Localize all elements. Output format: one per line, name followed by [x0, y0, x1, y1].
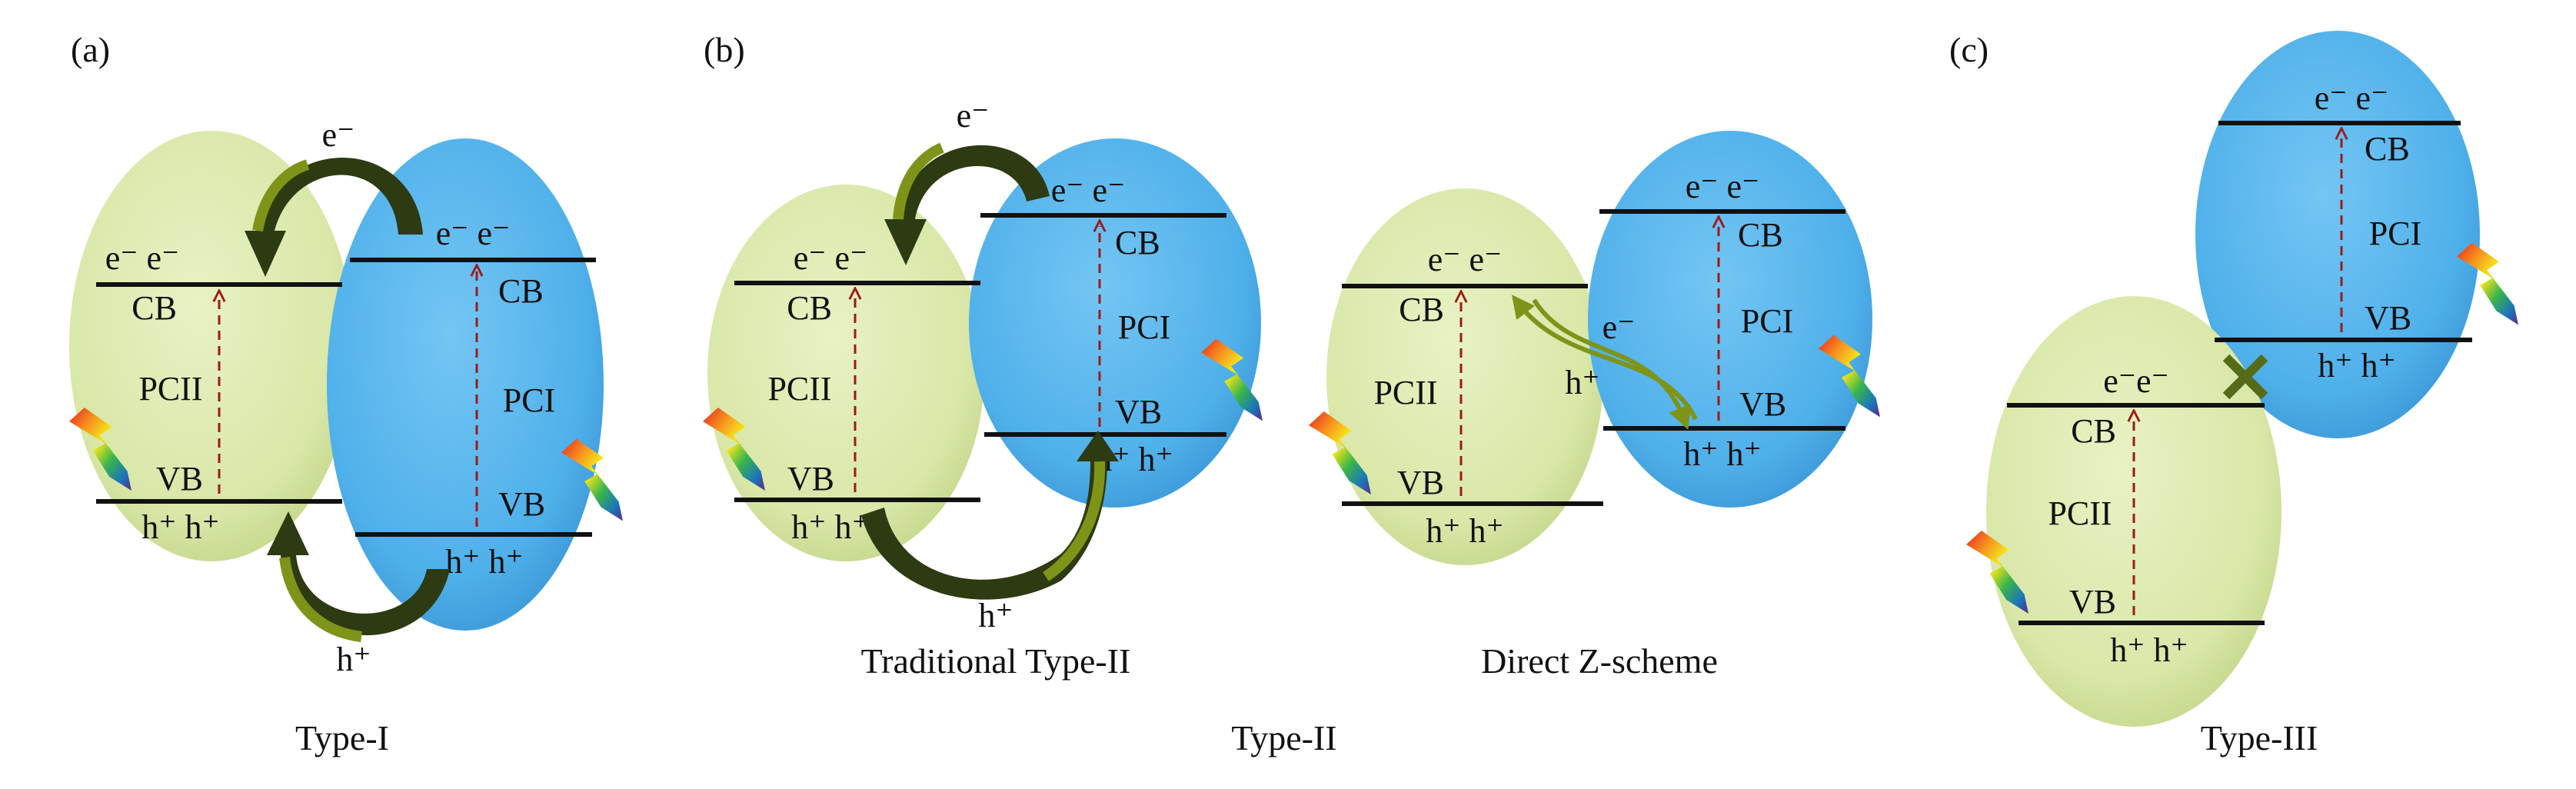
- arrow-b-hole-label: h⁺: [978, 597, 1013, 634]
- pci-vb-label: VB: [2365, 299, 2411, 337]
- pcii-name: PCII: [767, 370, 831, 408]
- pcii-cb-label: CB: [1399, 291, 1444, 328]
- pcii-vb-label: VB: [2069, 583, 2116, 621]
- hole-transfer-arrow: [267, 511, 450, 636]
- electron-transfer-arrow: [245, 157, 423, 277]
- traditional-type-ii: e⁻ e⁻ CB PCII VB h⁺ h⁺ e⁻ e⁻ CB PCI VB h…: [703, 97, 1263, 681]
- panel-c: (c) e⁻ e⁻ CB PCI VB h⁺ h⁺ e⁻e⁻ CB PCII V…: [1949, 30, 2518, 757]
- pcii-electrons: e⁻ e⁻: [105, 239, 180, 277]
- pci-name: PCI: [2369, 215, 2421, 252]
- pcii-particle: [1326, 188, 1603, 565]
- pcii-particle: [69, 131, 354, 561]
- pcii-name: PCII: [1373, 374, 1437, 411]
- recombination-arrow: [1511, 295, 1698, 421]
- pcii-vb-label: VB: [1397, 464, 1444, 501]
- pci-cb-label: CB: [1115, 224, 1160, 261]
- pcii-cb-label: CB: [787, 289, 832, 327]
- caption-type-i: Type-I: [295, 718, 389, 757]
- pci-vb-label: VB: [498, 485, 545, 523]
- pci-holes: h⁺ h⁺: [445, 543, 523, 581]
- pcii-holes: h⁺ h⁺: [141, 508, 219, 546]
- hole-transfer-arrow-olive: [1043, 461, 1106, 581]
- pci-cb-label: CB: [1738, 216, 1783, 254]
- pci-particle: [1588, 131, 1872, 508]
- pci-electrons: e⁻ e⁻: [436, 215, 511, 252]
- caption-direct-z-scheme: Direct Z-scheme: [1481, 641, 1718, 681]
- pcii-particle: [707, 185, 984, 561]
- pcii-vb-label: VB: [156, 460, 203, 498]
- arrow-a-hole-label: h⁺: [336, 641, 371, 678]
- pci-particle: [969, 138, 1261, 508]
- pci-name: PCI: [1118, 308, 1170, 346]
- electron-transfer-arrow-olive: [252, 159, 310, 232]
- pcii-name: PCII: [2048, 494, 2112, 532]
- pci-holes: h⁺ h⁺: [2318, 347, 2395, 385]
- pcii-electrons: e⁻e⁻: [2103, 362, 2169, 400]
- arrow-a-electron-label: e⁻: [322, 116, 355, 154]
- pcii-name: PCII: [138, 370, 202, 408]
- pcii-electrons: e⁻ e⁻: [794, 239, 868, 277]
- pci-cb-label: CB: [498, 272, 544, 310]
- z-hole-label: h⁺: [1565, 364, 1599, 401]
- arrow-b-electron-label: e⁻: [957, 97, 990, 135]
- pci-vb-label: VB: [1115, 393, 1162, 431]
- pci-particle: [2195, 31, 2480, 438]
- pci-name: PCI: [1741, 302, 1793, 340]
- caption-type-ii: Type-II: [1231, 718, 1336, 757]
- pcii-holes: h⁺ h⁺: [2110, 631, 2188, 669]
- caption-type-iii: Type-III: [2201, 718, 2318, 757]
- hole-transfer-arrow: [861, 431, 1119, 600]
- electron-transfer-arrow: [884, 145, 1050, 265]
- pci-electrons: e⁻ e⁻: [2315, 79, 2389, 117]
- pcii-electrons: e⁻ e⁻: [1428, 241, 1503, 278]
- panel-b-tag: (b): [704, 30, 745, 69]
- pcii-holes: h⁺ h⁺: [1426, 512, 1503, 550]
- pci-electrons: e⁻ e⁻: [1686, 168, 1760, 205]
- pci-electrons: e⁻ e⁻: [1051, 171, 1126, 209]
- pcii-holes: h⁺ h⁺: [791, 508, 869, 546]
- recombination-arrow: [1532, 298, 1691, 431]
- z-electron-label: e⁻: [1603, 308, 1636, 346]
- pcii-cb-label: CB: [2071, 412, 2116, 450]
- pci-vb-label: VB: [1739, 385, 1786, 423]
- panel-b: (b) e⁻ e⁻ CB PCII VB h⁺ h⁺ e⁻ e⁻ CB PCI …: [703, 30, 1880, 757]
- panel-a-tag: (a): [71, 30, 110, 69]
- pcii-vb-label: VB: [787, 460, 834, 498]
- pcii-cb-label: CB: [131, 289, 177, 327]
- panel-c-tag: (c): [1949, 30, 1989, 69]
- blocked-transfer-x-icon: [2222, 354, 2268, 400]
- caption-traditional-type-ii: Traditional Type-II: [861, 641, 1131, 681]
- electron-transfer-arrow-olive: [893, 142, 945, 220]
- pci-holes: h⁺ h⁺: [1683, 435, 1761, 473]
- hole-transfer-arrow-olive: [279, 557, 362, 642]
- direct-z-scheme: e⁻ e⁻ CB PCII VB h⁺ h⁺ e⁻ e⁻ CB PCI VB h…: [1309, 131, 1880, 681]
- pci-name: PCI: [503, 381, 555, 419]
- panel-a: (a) e⁻ e⁻ CB PCII VB h⁺ h⁺ e⁻ e⁻ CB PCI …: [69, 30, 623, 757]
- pci-cb-label: CB: [2365, 130, 2410, 168]
